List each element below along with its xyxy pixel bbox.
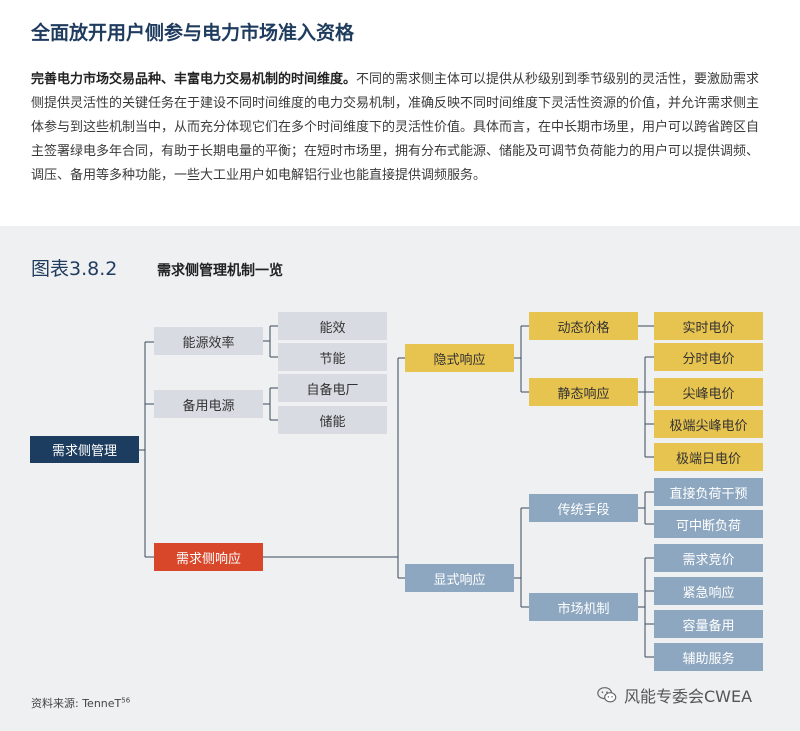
paragraph-lead: 完善电力市场交易品种、丰富电力交易机制的时间维度。	[31, 72, 357, 87]
node-energy-storage: 储能	[278, 406, 387, 434]
node-market-mechanism: 市场机制	[529, 593, 638, 621]
figure-number: 图表3.8.2	[31, 258, 118, 280]
source-ref: 56	[121, 696, 131, 705]
node-ancillary-services: 辅助服务	[654, 643, 763, 671]
node-demand-bidding: 需求竞价	[654, 544, 763, 572]
node-traditional-means: 传统手段	[529, 494, 638, 522]
node-demand-side-management: 需求侧管理	[30, 436, 139, 463]
watermark: 风能专委会CWEA	[596, 683, 752, 707]
node-extreme-day-price: 极端日电价	[654, 443, 763, 471]
node-dynamic-price: 动态价格	[529, 312, 638, 340]
watermark-text: 风能专委会CWEA	[624, 687, 753, 706]
node-extreme-peak-price: 极端尖峰电价	[654, 410, 763, 438]
node-time-of-use-price: 分时电价	[654, 343, 763, 371]
node-static-response: 静态响应	[529, 378, 638, 406]
section-heading: 全面放开用户侧参与电力市场准入资格	[31, 22, 355, 44]
source-label: 资料来源: TenneT	[31, 697, 122, 710]
source-note: 资料来源: TenneT56	[31, 695, 130, 711]
node-demand-response: 需求侧响应	[154, 543, 263, 571]
node-interruptible-load: 可中断负荷	[654, 510, 763, 538]
node-energy-efficiency: 能源效率	[154, 327, 263, 355]
node-realtime-price: 实时电价	[654, 312, 763, 340]
node-emergency-response: 紧急响应	[654, 577, 763, 605]
node-energy-saving: 节能	[278, 343, 387, 371]
node-energy-eff: 能效	[278, 312, 387, 340]
node-capacity-reserve: 容量备用	[654, 610, 763, 638]
paragraph-body: 不同的需求侧主体可以提供从秒级别到季节级别的灵活性，要激励需求侧提供灵活性的关键…	[31, 72, 760, 183]
node-peak-price: 尖峰电价	[654, 378, 763, 406]
node-direct-load-control: 直接负荷干预	[654, 478, 763, 506]
node-implicit-response: 隐式响应	[405, 344, 514, 372]
node-explicit-response: 显式响应	[405, 564, 514, 592]
intro-paragraph: 完善电力市场交易品种、丰富电力交易机制的时间维度。不同的需求侧主体可以提供从秒级…	[31, 68, 771, 188]
wechat-icon	[597, 687, 617, 703]
node-backup-power: 备用电源	[154, 390, 263, 418]
node-own-power-plant: 自备电厂	[278, 374, 387, 402]
figure-title: 需求侧管理机制一览	[157, 263, 283, 279]
